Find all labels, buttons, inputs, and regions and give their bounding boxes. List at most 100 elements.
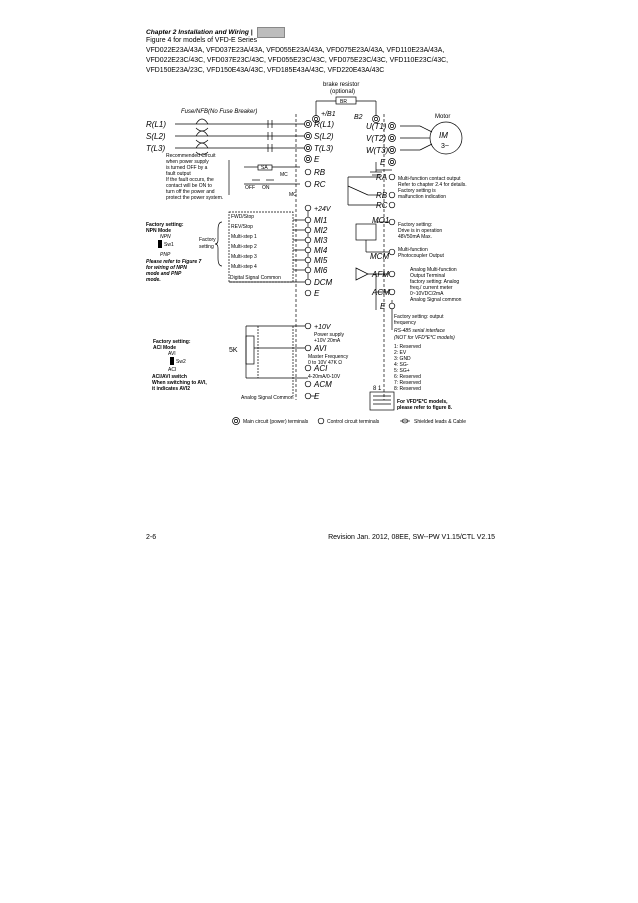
drive-input-s: S(L2): [314, 132, 334, 141]
motor-label: Motor: [435, 114, 450, 120]
brake-resistor-label: brake resistor: [323, 82, 359, 88]
rec-line-4: fault output: [166, 171, 191, 177]
fig7-note-1: Please refer to Figure 7: [146, 259, 202, 265]
rs485-sub: (NOT for VFD*E*C models): [394, 335, 455, 341]
afm-desc-4: freq./ current meter: [410, 285, 453, 291]
rc-relay-terminal: RC: [376, 201, 388, 210]
npn-label: NPN: [160, 234, 171, 240]
digital-signal-common: Digital Signal Common: [230, 275, 281, 281]
sa-label: SA: [261, 165, 268, 171]
aci-small-label: ACI: [168, 367, 176, 373]
fig7-note-2: for wiring of NPN: [146, 265, 187, 271]
pin-3: 3: GND: [394, 356, 411, 362]
plus10v-label: +10V: [314, 324, 332, 331]
vfd-note-2: please refer to figure 8.: [397, 405, 453, 411]
motor-symbol: [429, 121, 463, 155]
rec-line-3: is turned OFF by a: [166, 165, 208, 171]
drive-input-t: T(L3): [314, 144, 333, 153]
rs485-title: RS-485 serial interface: [394, 328, 445, 334]
afm-ground-e: E: [380, 302, 386, 311]
ra-terminal: RA: [376, 173, 387, 182]
mi1-terminal: MI1: [314, 216, 327, 225]
motor-im: IM: [439, 131, 448, 140]
sw2-switch-icon: [170, 357, 174, 365]
mc-label-1: MC: [280, 172, 288, 178]
analog-signal-common: Analog Signal Common: [241, 395, 294, 401]
avi-terminal: AVI: [313, 344, 327, 353]
aci-terminal: ACI: [313, 364, 328, 373]
shielded-cable-icon: [400, 418, 410, 424]
afm-desc-6: Analog Signal common: [410, 297, 462, 303]
input-t: T(L3): [146, 144, 165, 153]
rec-line-7: turn off the power and: [166, 189, 215, 195]
input-1-label: FWD/Stop: [231, 214, 254, 220]
input-6-label: Multi-step 4: [231, 264, 257, 270]
on-label: ON: [262, 185, 270, 191]
mi3-terminal: MI3: [314, 236, 328, 245]
pin-7: 7: Reserved: [394, 380, 421, 386]
optional-label: (optional): [330, 89, 355, 95]
series-logo: [257, 27, 285, 38]
mo1-desc-1: Factory setting:: [398, 222, 432, 228]
legend-control-circuit: Control circuit terminals: [327, 419, 380, 425]
drive-ground-e: E: [314, 155, 320, 164]
mo1-desc-2: Drive is in operation: [398, 228, 442, 234]
acm-terminal: ACM: [371, 288, 390, 297]
mi6-terminal: MI6: [314, 266, 328, 275]
relay-desc-1: Multi-function contact output: [398, 176, 461, 182]
motor-3phase: 3~: [441, 143, 449, 150]
model-line-3: VFD150E23A/23C, VFD150E43A/43C, VFD185E4…: [146, 67, 385, 74]
input-4-label: Multi-step 2: [231, 244, 257, 250]
pot-5k-label: 5K: [229, 347, 238, 354]
fig7-note-3: mode and PNP: [146, 271, 182, 277]
power-supply-2: +10V 20mA: [314, 338, 341, 344]
mcm-desc-2: Photocoupler Output: [398, 253, 444, 259]
analog-ground-e: E: [314, 392, 320, 401]
pin-8: 8: Reserved: [394, 386, 421, 392]
afm-terminal: AFM: [371, 270, 389, 279]
sw1-switch-icon: [158, 240, 162, 248]
input-r: R(L1): [146, 120, 166, 129]
figure-title: Figure 4 for models of VFD-E Series: [146, 37, 258, 44]
model-line-2: VFD022E23C/43C, VFD037E23C/43C, VFD055E2…: [146, 57, 449, 64]
aci-factory-setting: Factory setting:: [153, 339, 191, 345]
fuse-label: Fuse/NFB(No Fuse Breaker): [181, 109, 257, 115]
mc-label-2: MC: [289, 192, 297, 198]
aci-switch-3: it indicates AVI2: [152, 386, 190, 392]
chapter-header: Chapter 2 Installation and Wiring |: [146, 29, 253, 36]
pin-1: 1: Reserved: [394, 344, 421, 350]
mcm-terminal: MCM: [370, 252, 389, 261]
b1-label: +/B1: [321, 111, 336, 118]
model-line-1: VFD022E23A/43A, VFD037E23A/43A, VFD055E2…: [146, 47, 445, 54]
output-freq-2: frequency: [394, 320, 416, 326]
output-ground-e: E: [380, 158, 386, 167]
rec-line-1: Recommended Circuit: [166, 153, 216, 159]
aci-switch-1: ACI/AVI switch: [152, 374, 187, 380]
mi2-terminal: MI2: [314, 226, 328, 235]
sw2-label: Sw2: [176, 359, 186, 365]
brake-resistor-symbol: [335, 96, 357, 105]
relay-desc-3: Factory setting is: [398, 188, 436, 194]
revision-line: Revision Jan. 2012, 08EE, SW--PW V1.15/C…: [328, 534, 495, 541]
aci-switch-2: When switching to AVI,: [152, 380, 207, 386]
mcm-desc-1: Multi-function: [398, 247, 428, 253]
input-5-label: Multi-step 3: [231, 254, 257, 260]
pnp-label: PNP: [160, 252, 171, 258]
rb-terminal: RB: [314, 168, 326, 177]
npn-mode-label: NPN Mode: [146, 228, 171, 234]
afm-desc-3: factory setting: Analog: [410, 279, 459, 285]
input-2-label: REV/Stop: [231, 224, 253, 230]
afm-desc-1: Analog Multi-function: [410, 267, 457, 273]
drive-input-r: R(L1): [314, 120, 334, 129]
pin-2: 2: EV: [394, 350, 407, 356]
mo1-desc-3: 48V50mA Max.: [398, 234, 432, 240]
br-label: BR: [340, 99, 347, 105]
factory-label: Factory: [199, 237, 216, 243]
pin-6: 6: Reserved: [394, 374, 421, 380]
master-freq-1: Master Frequency: [308, 354, 349, 360]
vfd-note-1: For VFD*E*C models,: [397, 399, 448, 405]
output-u: U(T1): [366, 122, 387, 131]
sw1-label: Sw1: [164, 242, 174, 248]
pin-5: 5: SG+: [394, 368, 410, 374]
fig7-note-4: mode.: [146, 277, 161, 283]
